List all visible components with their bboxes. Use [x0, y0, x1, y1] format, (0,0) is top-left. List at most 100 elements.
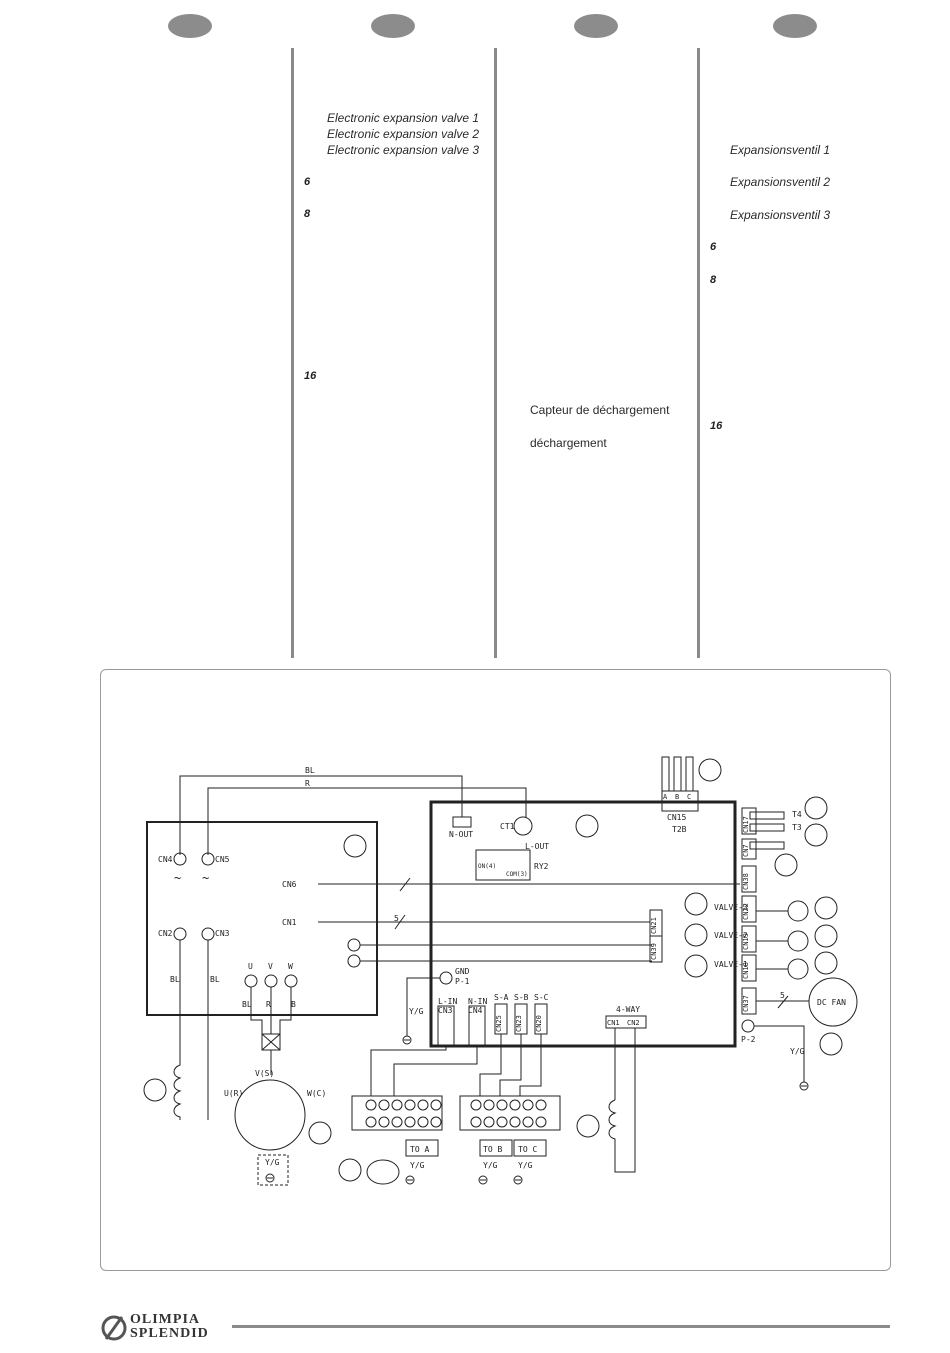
wiring-diagram-frame: [100, 669, 891, 1271]
brand-logo-icon: [101, 1315, 127, 1341]
wire-label: BL: [305, 766, 315, 775]
connector-label: CN23: [515, 1015, 523, 1032]
sensor-label: T3: [792, 823, 802, 832]
pin-label: A: [663, 793, 668, 801]
column-divider-1: [291, 48, 294, 658]
item-number: 16: [710, 420, 723, 432]
connector-label: CN2: [627, 1019, 640, 1027]
ground-label: Y/G: [483, 1161, 498, 1170]
item-number: 8: [710, 274, 717, 286]
wire-count-label: 5: [394, 914, 399, 923]
valve-label: VALVE-1: [714, 960, 748, 969]
language-tab-3: [574, 14, 618, 38]
valve-label-2: Electronic expansion valve 2: [327, 127, 480, 141]
connector-label: CN21: [650, 917, 658, 934]
connector-label: CN15: [667, 813, 686, 822]
language-tab-4: [773, 14, 817, 38]
connector-label: P-1: [455, 977, 470, 986]
component-label: CT1: [500, 822, 515, 831]
terminal-label: V: [268, 962, 273, 971]
connector-label: CN38: [742, 873, 750, 890]
valve-label-de-1: Expansionsventil 1: [730, 143, 831, 157]
valve-label: VALVE-3: [714, 903, 748, 912]
valve-label-de-2: Expansionsventil 2: [730, 175, 831, 189]
wire-label: R: [305, 779, 310, 788]
valve-label-1: Electronic expansion valve 1: [327, 111, 480, 125]
connector-label: S-A: [494, 993, 509, 1002]
discharge-label: déchargement: [530, 436, 607, 450]
connector-label: L-IN: [438, 997, 457, 1006]
pin-label: C: [687, 793, 691, 801]
brand-name-line1: OLIMPIA: [130, 1312, 200, 1327]
column-divider-2: [494, 48, 497, 658]
connector-label: N-IN: [468, 997, 487, 1006]
connector-label: CN5: [215, 855, 230, 864]
ground-label: Y/G: [409, 1007, 424, 1016]
ground-label: Y/G: [790, 1047, 805, 1056]
wire-label: BL: [242, 1000, 252, 1009]
connector-label: CN18: [742, 962, 750, 979]
item-number: 6: [710, 241, 717, 253]
connector-label: CN1: [607, 1019, 620, 1027]
connector-label: P-2: [741, 1035, 756, 1044]
item-number: 8: [304, 208, 311, 220]
connector-label: CN4: [468, 1006, 483, 1015]
ground-label: Y/G: [410, 1161, 425, 1170]
connector-label: S-B: [514, 993, 529, 1002]
valve-label: VALVE-2: [714, 931, 748, 940]
connector-label: CN4: [158, 855, 173, 864]
item-number: 16: [304, 370, 317, 382]
svg-text:~: ~: [202, 871, 209, 885]
outlet-label: TO A: [410, 1145, 429, 1154]
column-divider-3: [697, 48, 700, 658]
fan-label: DC FAN: [817, 998, 846, 1007]
language-tab-2: [371, 14, 415, 38]
pin-label: B: [675, 793, 679, 801]
wire-label: BL: [210, 975, 220, 984]
valve-label-de-3: Expansionsventil 3: [730, 208, 831, 222]
wire-label: B: [291, 1000, 296, 1009]
connector-label: N-OUT: [449, 830, 473, 839]
connector-label: CN3: [438, 1006, 453, 1015]
ground-label: Y/G: [265, 1158, 280, 1167]
connector-label: S-C: [534, 993, 549, 1002]
brand-name-line2: SPLENDID: [130, 1326, 209, 1341]
valve-label-3: Electronic expansion valve 3: [327, 143, 480, 157]
connector-label: CN2: [158, 929, 173, 938]
wire-label: R: [266, 1000, 271, 1009]
sensor-label: T2B: [672, 825, 687, 834]
language-tab-1: [168, 14, 212, 38]
valve-label: 4-WAY: [616, 1005, 640, 1014]
relay-pin-label: ON(4): [478, 863, 496, 870]
relay-label: RY2: [534, 862, 549, 871]
terminal-label: U: [248, 962, 253, 971]
wire-count-label: 5: [780, 991, 785, 1000]
terminal-label: W: [288, 962, 293, 971]
connector-label: CN25: [495, 1015, 503, 1032]
motor-terminal-label: U(R): [224, 1089, 243, 1098]
svg-text:~: ~: [174, 871, 181, 885]
item-number: 6: [304, 176, 311, 188]
ground-label: Y/G: [518, 1161, 533, 1170]
discharge-sensor-label: Capteur de déchargement: [530, 403, 670, 417]
connector-label: CN39: [650, 943, 658, 960]
connector-label: CN20: [535, 1015, 543, 1032]
ground-label: GND: [455, 967, 470, 976]
wire-label: BL: [170, 975, 180, 984]
motor-terminal-label: V(S): [255, 1069, 274, 1078]
connector-label: CN1: [282, 918, 297, 927]
footer-rule: [232, 1325, 890, 1328]
connector-label: CN7: [742, 844, 750, 857]
outlet-label: TO B: [483, 1145, 502, 1154]
connector-label: CN37: [742, 995, 750, 1012]
connector-label: L-OUT: [525, 842, 549, 851]
connector-label: CN3: [215, 929, 230, 938]
connector-label: CN22: [742, 903, 750, 920]
outlet-label: TO C: [518, 1145, 537, 1154]
connector-label: CN19: [742, 933, 750, 950]
connector-label: CN17: [742, 816, 750, 833]
sensor-label: T4: [792, 810, 802, 819]
motor-terminal-label: W(C): [307, 1089, 326, 1098]
connector-label: CN6: [282, 880, 297, 889]
